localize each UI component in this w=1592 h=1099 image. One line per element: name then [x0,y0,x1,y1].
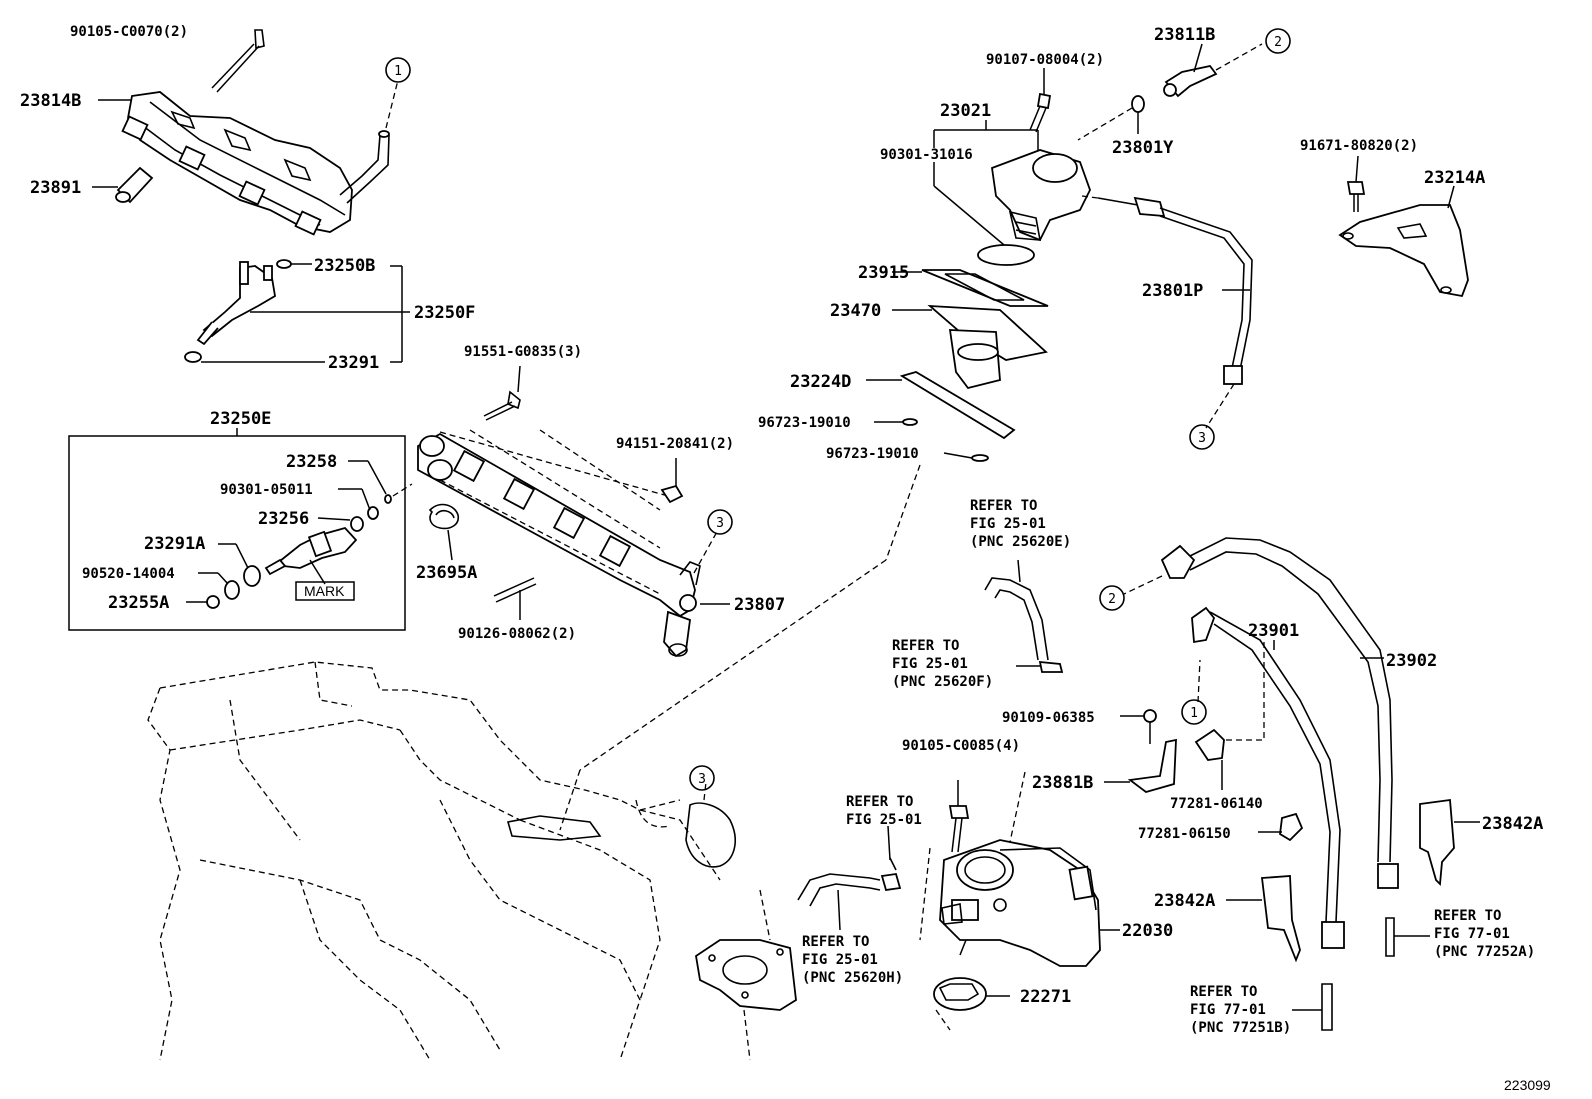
refer-77251b-line2: FIG 77-01 [1190,1002,1266,1018]
gasket-22271-drawing [933,977,1010,1031]
label-77281-06140: 77281-06140 [1170,796,1263,812]
label-90109-06385: 90109-06385 [1002,710,1095,726]
diagram-id: 223099 [1504,1077,1551,1093]
callout-3-engine: 3 [698,772,706,787]
label-90126-08062: 90126-08062(2) [458,626,576,642]
label-23891: 23891 [30,178,81,198]
label-23470: 23470 [830,301,881,321]
label-23842a-right: 23842A [1482,814,1543,834]
callout-3-rail: 3 [716,516,724,531]
refer-25620h-line2: FIG 25-01 [802,952,878,968]
cover-23214a-drawing [1338,155,1469,298]
callout-3-pipe: 3 [1198,431,1206,446]
callout-circle-2 [1265,28,1291,54]
intake-flange-drawing [695,889,797,1061]
label-23255a: 23255A [108,593,169,613]
label-90107-08004: 90107-08004(2) [986,52,1104,68]
refer-25620h-line3: (PNC 25620H) [802,970,903,986]
label-23291: 23291 [328,353,379,373]
label-23250b: 23250B [314,256,375,276]
injector-23250f-drawing [184,259,410,363]
callout-2-hose: 2 [1108,592,1116,607]
injector-kit-23250e-box [68,428,413,631]
label-23842a-middle: 23842A [1154,891,1215,911]
callout-circle-1 [1181,699,1207,725]
label-23695a: 23695A [416,563,477,583]
label-77281-06150: 77281-06150 [1138,826,1231,842]
label-90105-c0070: 90105-C0070(2) [70,24,188,40]
refer-25620e-line2: FIG 25-01 [970,516,1046,532]
part-labels: 90105-C0070(2) 23814B 23891 23250B 23250… [20,24,1551,1093]
fuel-rail-23814b-drawing [92,29,399,236]
label-91551-g0835: 91551-G0835(3) [464,344,582,360]
callout-circle-3 [707,509,733,535]
label-23901: 23901 [1248,621,1299,641]
fuel-pump-23021-drawing [559,43,1263,831]
label-90520-14004: 90520-14004 [82,566,175,582]
refer-notes: REFER TO FIG 25-01 (PNC 25620E) REFER TO… [802,498,1535,1036]
label-23258: 23258 [286,452,337,472]
refer-77252a-line2: FIG 77-01 [1434,926,1510,942]
refer-25620f-line1: REFER TO [892,638,959,654]
label-96723-19010-lower: 96723-19010 [826,446,919,462]
label-90301-31016: 90301-31016 [880,147,973,163]
hoses-23901-23902-drawing [1123,537,1399,949]
label-22271: 22271 [1020,987,1071,1007]
callout-circle-2 [1099,585,1125,611]
callout-circles: 1 2 3 3 2 1 3 [385,28,1291,791]
label-23224d: 23224D [790,372,851,392]
label-91671-80820: 91671-80820(2) [1300,138,1418,154]
refer-25620f-line2: FIG 25-01 [892,656,968,672]
label-23814b: 23814B [20,91,81,111]
label-23021: 23021 [940,101,991,121]
connectors-23842a-drawing [1226,798,1480,1031]
label-96723-19010-upper: 96723-19010 [758,415,851,431]
label-23915: 23915 [858,263,909,283]
refer-77251b-line1: REFER TO [1190,984,1257,1000]
throttle-hoses-drawing [797,559,1304,931]
label-23214a: 23214A [1424,168,1485,188]
label-23811b: 23811B [1154,25,1215,45]
label-90105-c0085: 90105-C0085(4) [902,738,1020,754]
refer-25620h-line1: REFER TO [802,934,869,950]
label-23902: 23902 [1386,651,1437,671]
refer-25620f-line3: (PNC 25620F) [892,674,993,690]
callout-1-hose: 1 [1190,706,1198,721]
label-mark: MARK [304,583,345,599]
label-23250f: 23250F [414,303,475,323]
label-23250e: 23250E [210,409,271,429]
refer-77252a-line3: (PNC 77252A) [1434,944,1535,960]
callout-1-top: 1 [394,64,402,79]
refer-25620g-line1: REFER TO [846,794,913,810]
refer-77252a-line1: REFER TO [1434,908,1501,924]
throttle-body-22030-drawing [919,771,1120,967]
refer-25620g-line2: FIG 25-01 [846,812,922,828]
label-23256: 23256 [258,509,309,529]
delivery-pipe-23807-drawing [417,365,730,658]
callout-circle-1 [385,57,411,83]
label-90301-05011: 90301-05011 [220,482,313,498]
engine-outline-drawing [147,661,736,1061]
label-23801p: 23801P [1142,281,1203,301]
refer-25620e-line3: (PNC 25620E) [970,534,1071,550]
callout-circle-3 [1189,424,1215,450]
label-22030: 22030 [1122,921,1173,941]
refer-25620e-line1: REFER TO [970,498,1037,514]
refer-77251b-line3: (PNC 77251B) [1190,1020,1291,1036]
label-23881b: 23881B [1032,773,1093,793]
pipe-23801p-drawing [1081,195,1253,429]
label-23807: 23807 [734,595,785,615]
label-23801y: 23801Y [1112,138,1174,158]
label-94151-20841: 94151-20841(2) [616,436,734,452]
label-23291a: 23291A [144,534,205,554]
callout-circle-3 [689,765,715,791]
callout-2-top: 2 [1274,35,1282,50]
